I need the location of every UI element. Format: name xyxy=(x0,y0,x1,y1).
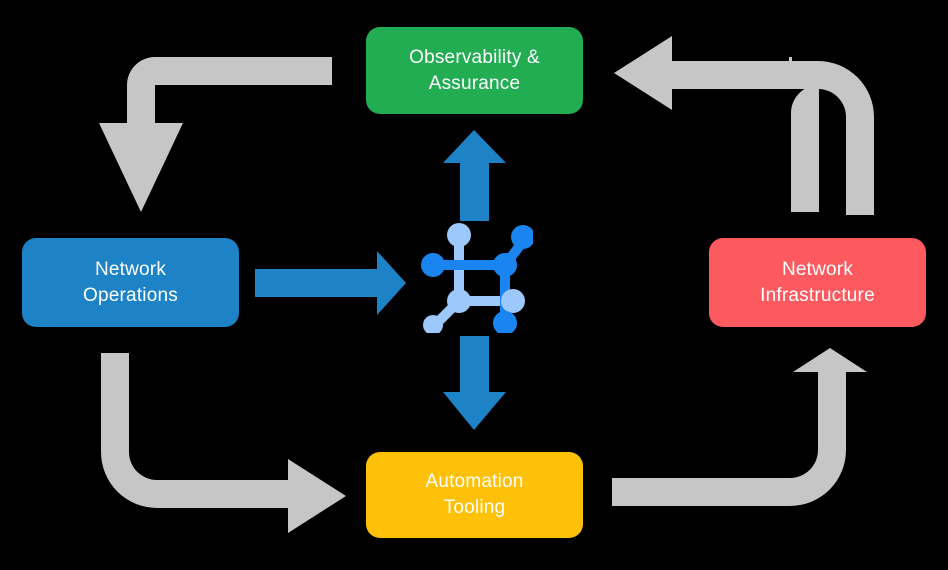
node-automation-tooling[interactable]: Automation Tooling xyxy=(366,452,583,538)
connector-infrastructure-to-observability xyxy=(789,57,819,212)
connector-center-to-automation xyxy=(443,336,506,430)
node-automation-tooling-label: Automation Tooling xyxy=(425,471,524,518)
node-network-infrastructure[interactable]: Network Infrastructure xyxy=(709,238,926,327)
node-observability-assurance-label: Observability & Assurance xyxy=(409,46,540,94)
network-mesh-icon xyxy=(421,223,533,333)
connector-observability-to-operations xyxy=(99,57,332,212)
connector-center-to-observability xyxy=(443,130,506,221)
mesh-links-secondary xyxy=(430,232,512,330)
node-network-infrastructure-label: Network Infrastructure xyxy=(760,258,875,306)
node-observability-assurance[interactable]: Observability & Assurance xyxy=(366,27,583,114)
mesh-nodes-primary xyxy=(421,225,533,333)
connector-operations-to-center xyxy=(255,251,406,315)
connector-automation-to-infrastructure xyxy=(612,348,867,506)
mesh-nodes-secondary xyxy=(423,223,525,333)
node-network-operations[interactable]: Network Operations xyxy=(22,238,239,327)
node-network-operations-label: Network Operations xyxy=(83,258,178,306)
connector-infrastructure-to-observability-shape xyxy=(614,36,874,215)
connector-operations-to-automation xyxy=(101,353,346,533)
